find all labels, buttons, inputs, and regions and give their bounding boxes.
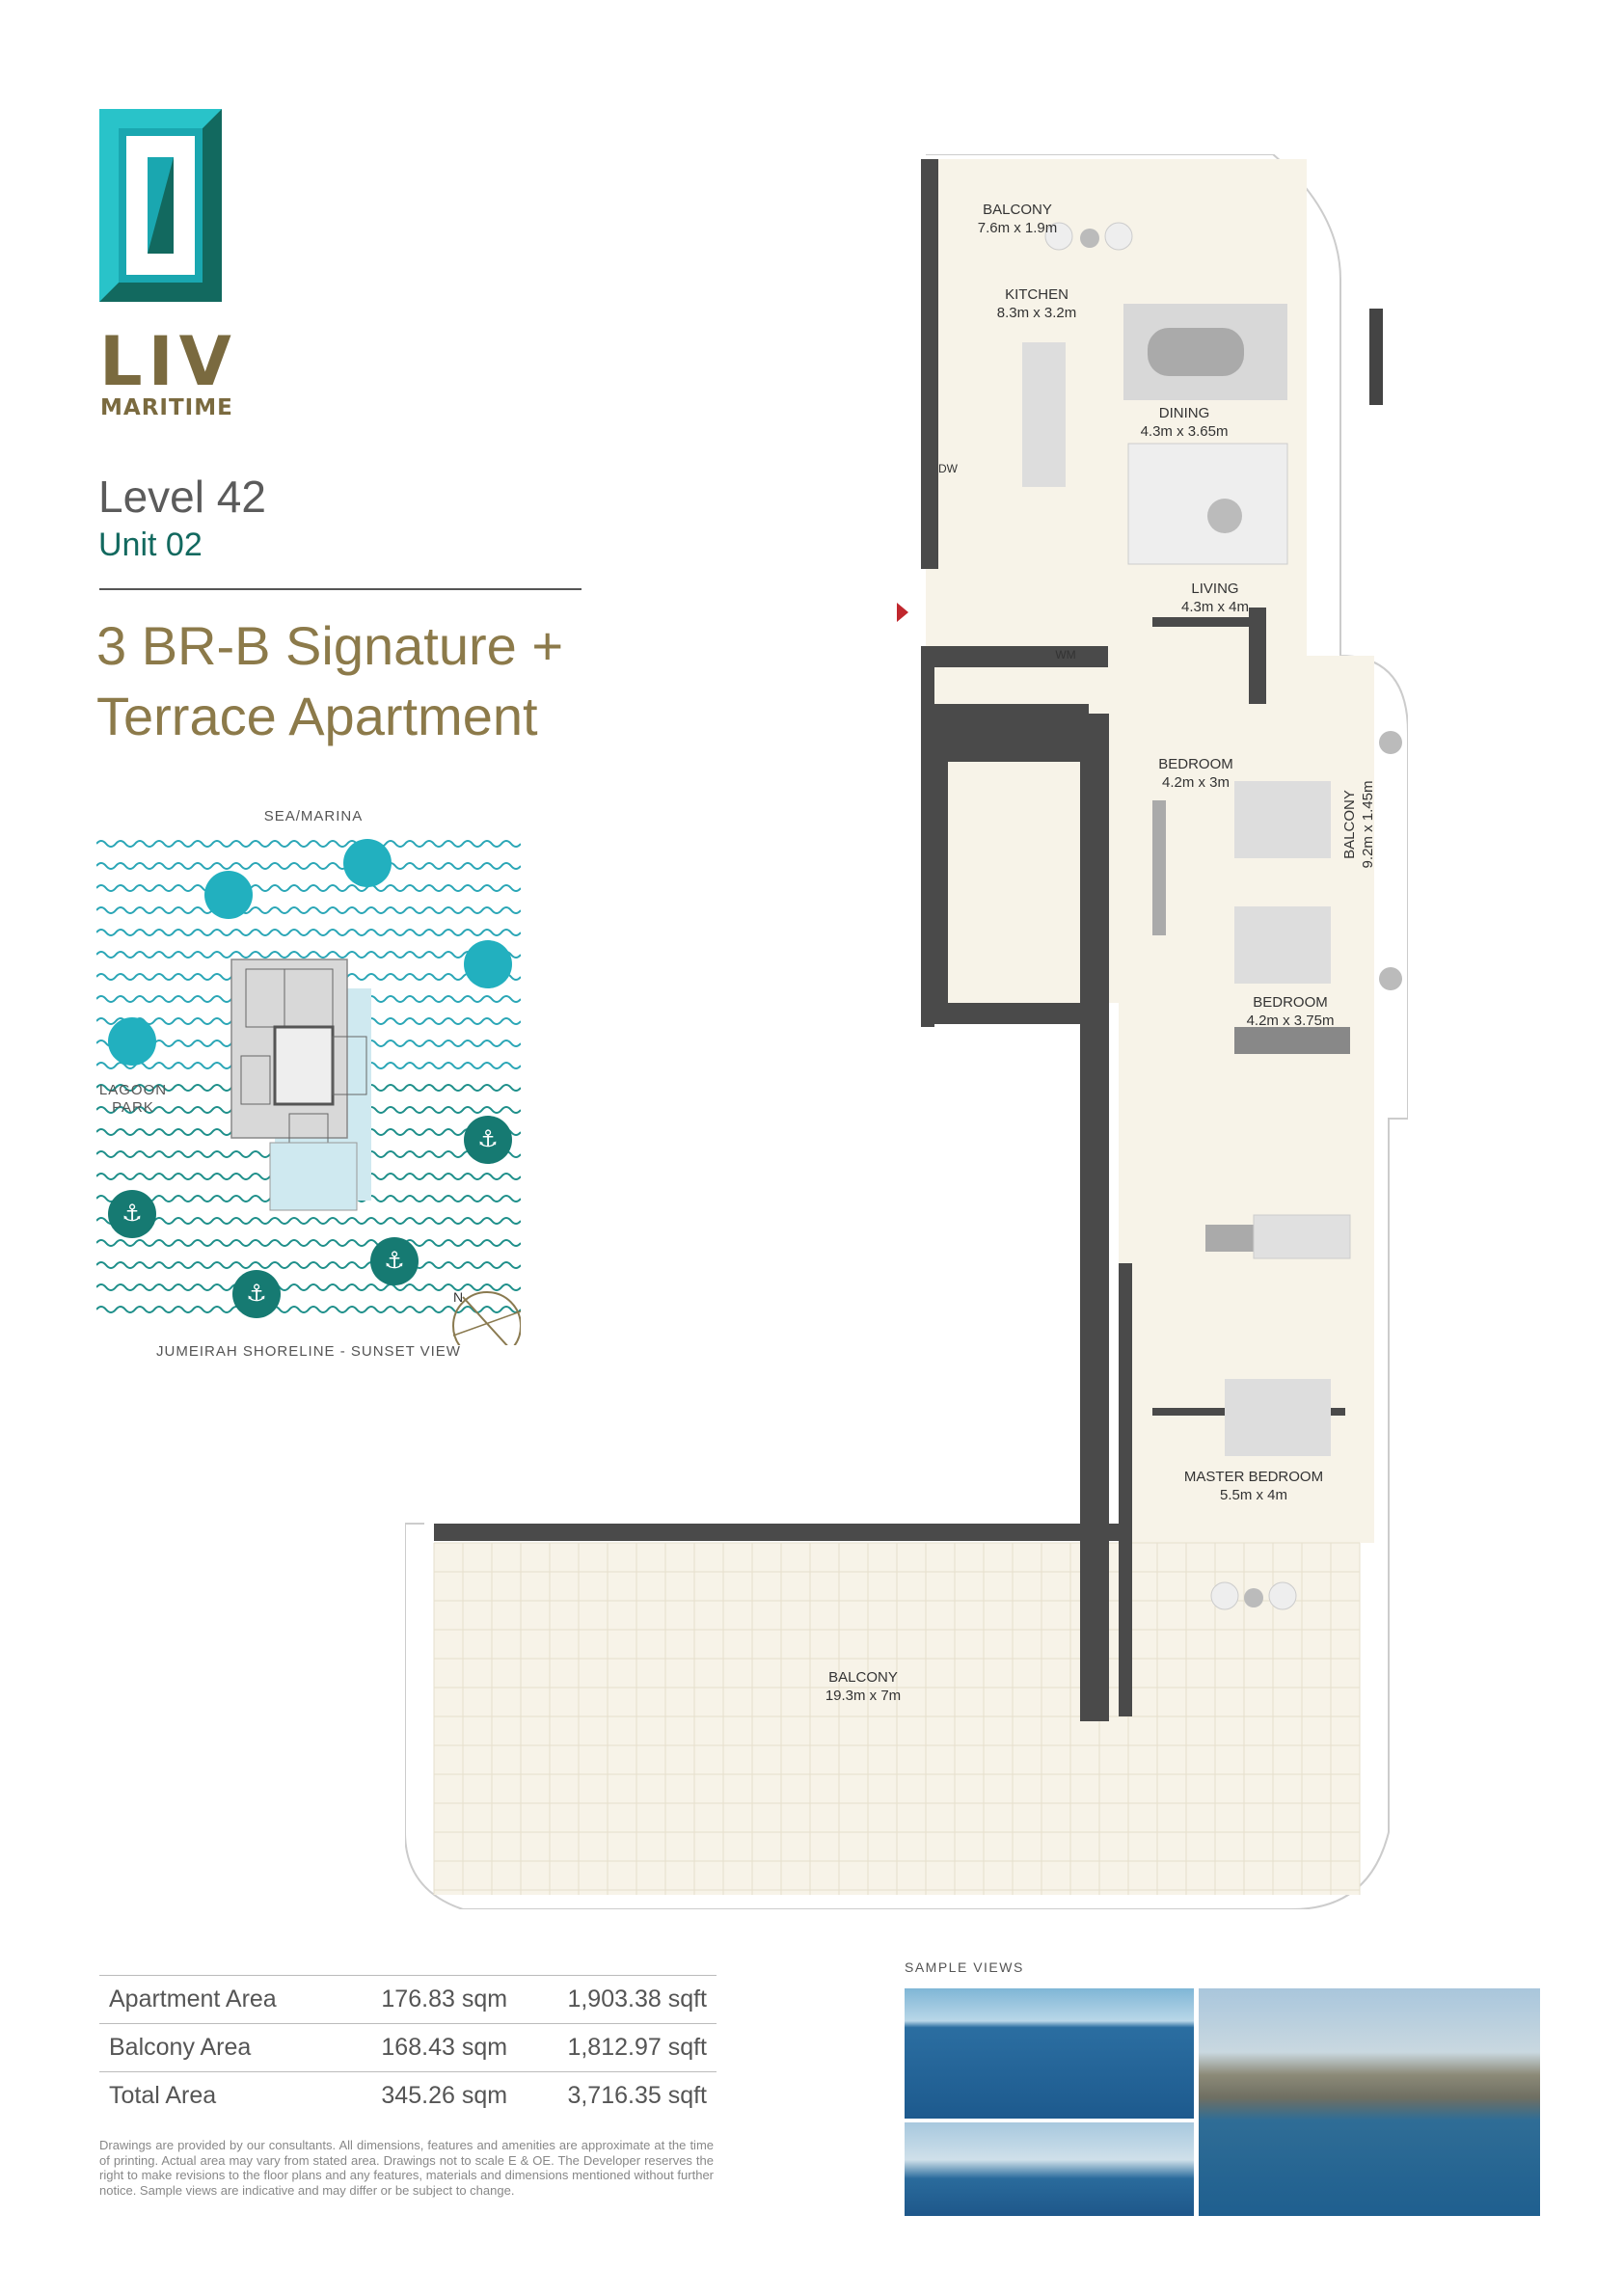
room-kitchen: KITCHEN 8.3m x 3.2m (984, 285, 1090, 322)
room-size: 5.5m x 4m (1219, 1487, 1288, 1503)
room-name: MASTER BEDROOM (1183, 1469, 1324, 1485)
area-sqft: 1,812.97 sqft (517, 2023, 717, 2072)
anchor-icon: ⚓ (464, 1116, 512, 1164)
area-label: Apartment Area (99, 1975, 335, 2024)
park-icon (108, 1017, 156, 1066)
dishwasher-label: DW (938, 462, 958, 475)
lagoon-label-line1: LAGOON (98, 1082, 168, 1098)
floor-plan (405, 154, 1408, 1909)
room-size: 4.2m x 3.75m (1246, 1013, 1335, 1029)
wave-line (96, 840, 521, 848)
unit-label: Unit 02 (98, 527, 203, 563)
yacht-icon (204, 871, 253, 919)
wave-line (96, 884, 521, 892)
apartment-title: 3 BR-B Signature + Terrace Apartment (96, 610, 675, 751)
area-sqft: 3,716.35 sqft (517, 2071, 717, 2120)
table-row: Total Area 345.26 sqm 3,716.35 sqft (99, 2071, 717, 2120)
wave-line (96, 1306, 521, 1313)
anchor-icon: ⚓ (232, 1270, 281, 1318)
disclaimer: Drawings are provided by our consultants… (99, 2138, 714, 2198)
room-balcony-side: BALCONY 9.2m x 1.45m (1340, 762, 1377, 887)
washing-machine-label: WM (1055, 648, 1076, 662)
room-size: 9.2m x 1.45m (1360, 780, 1376, 869)
wave-line (96, 929, 521, 936)
lagoon-label-line2: PARK (112, 1099, 154, 1116)
title-line-2: Terrace Apartment (96, 686, 538, 746)
level-label: Level 42 (98, 472, 266, 522)
room-name: DINING (1158, 405, 1210, 421)
table-row: Apartment Area 176.83 sqm 1,903.38 sqft (99, 1975, 717, 2024)
sample-views-label: SAMPLE VIEWS (905, 1959, 1024, 1975)
room-size: 4.2m x 3m (1161, 774, 1231, 791)
title-line-1: 3 BR-B Signature + (96, 615, 564, 676)
table-row: Balcony Area 168.43 sqm 1,812.97 sqft (99, 2023, 717, 2072)
wave-line (96, 1239, 521, 1247)
room-master-bedroom: MASTER BEDROOM 5.5m x 4m (1172, 1468, 1336, 1504)
room-living: LIVING 4.3m x 4m (1162, 580, 1268, 616)
room-name: LIVING (1191, 581, 1239, 597)
sample-view-sea (905, 1988, 1194, 2119)
area-table: Apartment Area 176.83 sqm 1,903.38 sqft … (99, 1975, 717, 2120)
room-name: KITCHEN (1005, 286, 1068, 303)
area-sqm: 168.43 sqm (334, 2023, 518, 2072)
room-size: 8.3m x 3.2m (996, 305, 1077, 321)
room-name: BEDROOM (1158, 756, 1233, 772)
room-name: BALCONY (1341, 790, 1358, 859)
wave-line (96, 906, 521, 914)
sample-view-city (1199, 1988, 1540, 2216)
walls (434, 159, 1383, 1721)
area-sqft: 1,903.38 sqft (517, 1975, 717, 2024)
room-name: BALCONY (983, 202, 1052, 218)
compass-north-letter: N (453, 1289, 463, 1305)
room-dining: DINING 4.3m x 3.65m (1126, 404, 1242, 441)
area-label: Balcony Area (99, 2023, 335, 2072)
room-bedroom-1: BEDROOM 4.2m x 3m (1143, 755, 1249, 792)
room-name: BALCONY (828, 1669, 898, 1686)
area-sqm: 176.83 sqm (334, 1975, 518, 2024)
sample-view-coast (905, 2122, 1194, 2216)
room-terrace: BALCONY 19.3m x 7m (810, 1668, 916, 1705)
room-name: BEDROOM (1253, 994, 1328, 1011)
wave-line (96, 1261, 521, 1269)
divider (99, 588, 582, 590)
site-map-bottom-label: JUMEIRAH SHORELINE - SUNSET VIEW (156, 1343, 461, 1360)
brand-logo-mark (99, 109, 222, 302)
wave-line (96, 862, 521, 870)
site-map-top-label: SEA/MARINA (263, 808, 364, 824)
brand-subname: MARITIME (100, 395, 233, 420)
room-size: 4.3m x 3.65m (1140, 423, 1229, 440)
brand-name: LIV (99, 322, 237, 401)
room-bedroom-2: BEDROOM 4.2m x 3.75m (1237, 993, 1343, 1030)
yacht-icon (464, 940, 512, 988)
room-size: 19.3m x 7m (825, 1688, 902, 1704)
area-label: Total Area (99, 2071, 335, 2120)
room-balcony-top: BALCONY 7.6m x 1.9m (964, 201, 1070, 237)
room-size: 4.3m x 4m (1180, 599, 1250, 615)
room-size: 7.6m x 1.9m (977, 220, 1058, 236)
building-footprint (230, 959, 371, 1211)
compass: N (452, 1289, 521, 1345)
anchor-icon: ⚓ (370, 1237, 419, 1285)
anchor-icon: ⚓ (108, 1190, 156, 1238)
wave-line (96, 1217, 521, 1225)
wave-line (96, 1283, 521, 1291)
site-key-map: N (96, 840, 521, 1345)
wave-line (96, 951, 521, 959)
yacht-icon (343, 839, 392, 887)
lagoon-park-label: LAGOON PARK (85, 1082, 181, 1117)
area-sqm: 345.26 sqm (334, 2071, 518, 2120)
